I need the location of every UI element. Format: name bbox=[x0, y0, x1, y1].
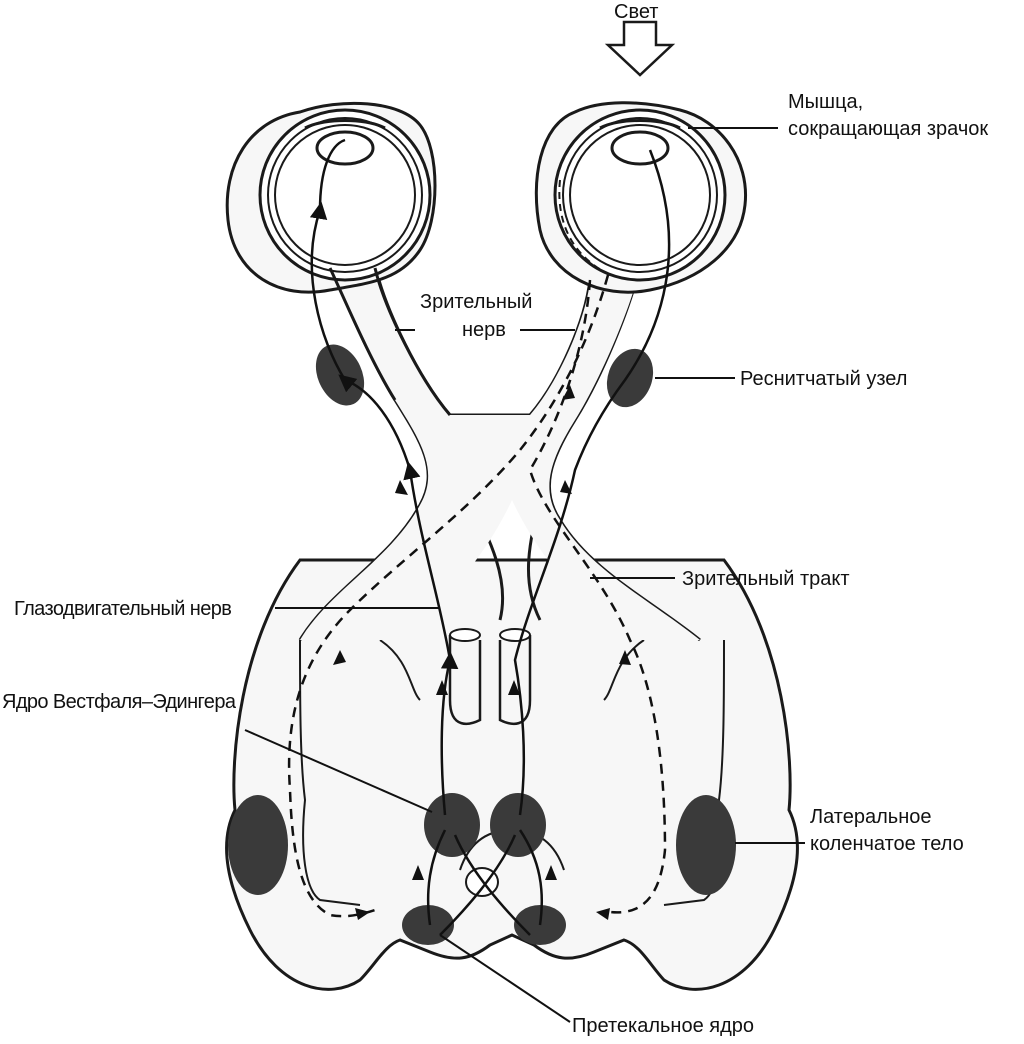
left-lateral-geniculate bbox=[228, 795, 288, 895]
afferent-pathway-dashed bbox=[287, 274, 667, 918]
ciliary-ganglion-label: Реснитчатый узел bbox=[740, 368, 908, 390]
muscle-label-line1: Мышца, bbox=[788, 91, 864, 113]
optic-nerve-label-line2: нерв bbox=[462, 319, 506, 341]
right-lateral-geniculate bbox=[676, 795, 736, 895]
right-eye bbox=[534, 101, 748, 294]
oculomotor-nerve-tubes bbox=[448, 635, 532, 726]
light-label: Свет bbox=[614, 1, 659, 23]
lgn-label-line2: коленчатое тело bbox=[810, 833, 964, 855]
right-ciliary-ganglion bbox=[606, 348, 654, 408]
optic-nerve-label-line1: Зрительный bbox=[420, 291, 533, 313]
left-eye bbox=[225, 101, 437, 294]
efferent-pathways bbox=[309, 138, 671, 936]
left-edinger-westphal-nucleus bbox=[424, 793, 480, 857]
right-edinger-westphal-nucleus bbox=[490, 793, 546, 857]
muscle-label-line2: сокращающая зрачок bbox=[788, 118, 989, 140]
light-arrow bbox=[604, 20, 676, 77]
edinger-westphal-label: Ядро Вестфаля–Эдингера bbox=[2, 691, 236, 713]
oculomotor-nerve-label: Глазодвигательный нерв bbox=[14, 598, 232, 620]
leader-lines bbox=[244, 127, 805, 1023]
optic-tract-label: Зрительный тракт bbox=[682, 568, 850, 590]
left-ciliary-ganglion bbox=[315, 344, 365, 406]
lgn-label-line1: Латеральное bbox=[810, 806, 932, 828]
pretectal-label: Претекальное ядро bbox=[572, 1015, 755, 1037]
